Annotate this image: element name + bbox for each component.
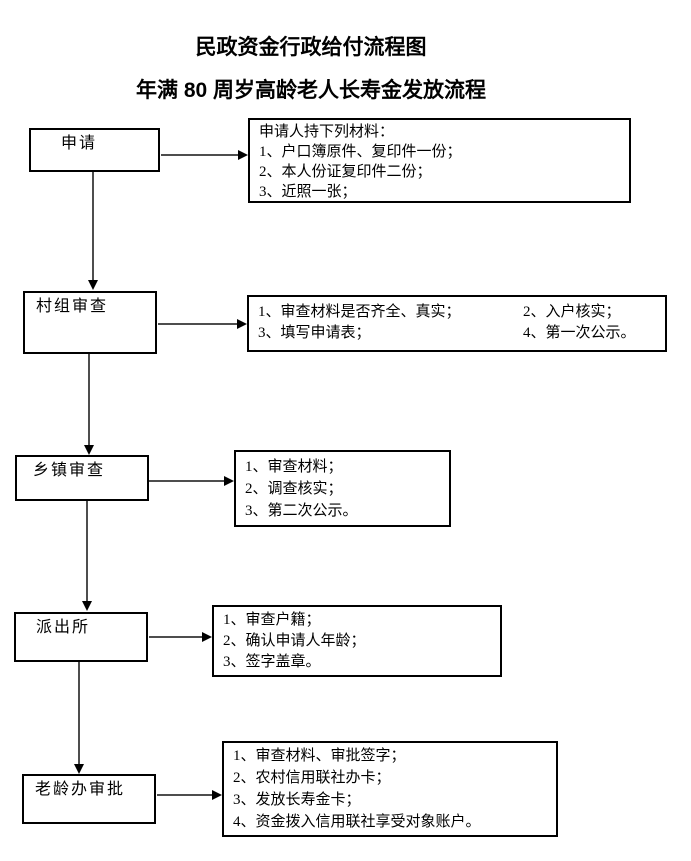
detail-box-township-review: 1、审查材料； 2、调查核实； 3、第二次公示。 [234,450,451,527]
page-subtitle: 年满 80 周岁高龄老人长寿金发放流程 [135,79,487,102]
arrow-police-station-to-aging-office [74,662,84,774]
step-label-police-station: 派出所 [36,619,91,636]
step-box-police-station: 派出所 [14,612,148,662]
step-box-apply: 申请 [29,128,160,172]
step-label-township-review: 乡镇审查 [33,462,106,479]
arrow-aging-office-to-details [157,790,222,800]
arrow-village-review-to-details [158,319,247,329]
step-box-village-review: 村组审查 [23,291,157,354]
arrow-apply-to-village-review [88,172,98,290]
detail-text-aging-office-approval: 1、审查材料、审批签字； 2、农村信用联社办卡； 3、发放长寿金卡； 4、资金拨… [233,748,481,830]
detail-text-apply-materials: 申请人持下列材料： 1、户口簿原件、复印件一份； 2、本人份证复印件二份； 3、… [259,124,462,200]
detail-text-village-review-left: 1、审查材料是否齐全、真实； 3、填写申请表； [258,304,461,341]
arrow-township-review-to-details [149,476,234,486]
arrow-township-review-to-police-station [82,501,92,611]
arrow-apply-to-materials [161,150,248,160]
step-box-aging-office-approval: 老龄办审批 [22,774,156,824]
detail-text-police-station: 1、审查户籍； 2、确认申请人年龄； 3、签字盖章。 [223,612,366,670]
step-label-village-review: 村组审查 [36,298,109,315]
detail-box-village-review: 1、审查材料是否齐全、真实； 3、填写申请表； 2、入户核实； 4、第一次公示。 [247,295,667,352]
step-label-aging-office-approval: 老龄办审批 [35,781,126,798]
detail-box-apply-materials: 申请人持下列材料： 1、户口簿原件、复印件一份； 2、本人份证复印件二份； 3、… [248,118,631,203]
detail-text-village-review-right: 2、入户核实； 4、第一次公示。 [523,304,636,341]
detail-box-police-station: 1、审查户籍； 2、确认申请人年龄； 3、签字盖章。 [212,605,502,677]
step-label-apply: 申请 [61,135,98,152]
arrow-village-review-to-township-review [84,354,94,455]
arrow-police-station-to-details [149,632,212,642]
detail-text-township-review: 1、审查材料； 2、调查核实； 3、第二次公示。 [245,459,358,519]
step-box-township-review: 乡镇审查 [15,455,149,501]
page-title: 民政资金行政给付流程图 [195,36,427,59]
detail-box-aging-office-approval: 1、审查材料、审批签字； 2、农村信用联社办卡； 3、发放长寿金卡； 4、资金拨… [222,741,558,837]
